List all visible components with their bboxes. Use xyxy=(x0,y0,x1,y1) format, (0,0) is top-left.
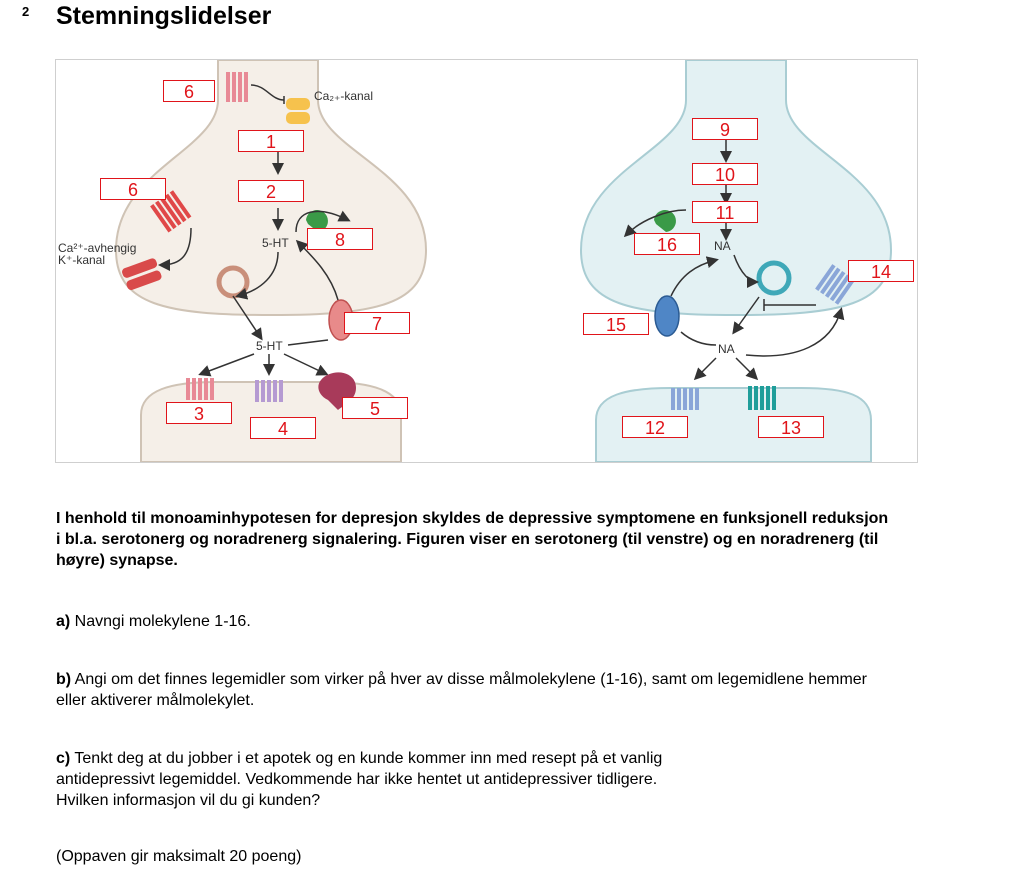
part-c-label: c) xyxy=(56,750,71,767)
noradrenaline-label-presynaptic: NA xyxy=(714,239,731,253)
part-a-label: a) xyxy=(56,613,71,630)
vesicle-right-icon xyxy=(756,260,792,296)
receptor-12-icon xyxy=(671,388,699,410)
label-box-4: 4 xyxy=(250,417,316,439)
noradrenaline-label-synaptic: NA xyxy=(718,342,735,356)
label-box-12: 12 xyxy=(622,416,688,438)
mao-enzyme-left-icon xyxy=(306,210,328,232)
question-title: Stemningslidelser xyxy=(56,2,272,30)
label-box-2: 2 xyxy=(238,180,304,202)
part-a: a) Navngi molekylene 1-16. xyxy=(56,611,916,632)
label-box-15: 15 xyxy=(583,313,649,335)
part-c-line3: Hvilken informasjon vil du gi kunden? xyxy=(56,792,321,809)
part-c: c) Tenkt deg at du jobber i et apotek og… xyxy=(56,748,916,811)
calcium-channel-icon xyxy=(286,98,310,124)
label-box-3: 3 xyxy=(166,402,232,424)
potassium-channel-label-line2: K⁺-kanal xyxy=(58,253,106,267)
question-number: 2 xyxy=(22,4,30,19)
points-note: (Oppaven gir maksimalt 20 poeng) xyxy=(56,848,302,865)
label-box-7: 7 xyxy=(344,312,410,334)
receptor-4-icon xyxy=(255,380,283,402)
part-b: b) Angi om det finnes legemidler som vir… xyxy=(56,669,886,711)
label-box-11: 11 xyxy=(692,201,758,223)
part-c-line2: antidepressivt legemiddel. Vedkommende h… xyxy=(56,771,658,788)
potassium-channel-icon xyxy=(122,258,162,291)
part-b-label: b) xyxy=(56,671,72,688)
label-box-5: 5 xyxy=(342,397,408,419)
receptor-6-side-icon xyxy=(150,190,192,233)
receptor-6-top-icon xyxy=(226,72,248,102)
intro-text: I henhold til monoaminhypotesen for depr… xyxy=(56,510,889,569)
label-box-8: 8 xyxy=(307,228,373,250)
potassium-channel-label-line1: Ca²⁺-avhengig xyxy=(58,241,137,255)
calcium-channel-label: Ca₂₊-kanal xyxy=(314,89,374,103)
noradrenergic-presynaptic-terminal xyxy=(579,60,893,317)
synapse-figure: Ca₂₊-kanal Ca²⁺-avhengig K⁺-kanal 5-HT 5… xyxy=(55,59,918,463)
serotonin-label-presynaptic: 5-HT xyxy=(262,236,289,250)
part-c-line1: Tenkt deg at du jobber i et apotek og en… xyxy=(70,750,663,767)
receptor-13-icon xyxy=(748,386,776,410)
receptor-3-icon xyxy=(186,378,214,400)
noradrenergic-postsynaptic-cell xyxy=(595,387,872,462)
label-box-6-side: 6 xyxy=(100,178,166,200)
part-a-text: Navngi molekylene 1-16. xyxy=(70,613,251,630)
part-b-text: Angi om det finnes legemidler som virker… xyxy=(56,671,867,709)
label-box-14: 14 xyxy=(848,260,914,282)
receptor-14-icon xyxy=(815,264,856,305)
label-box-13: 13 xyxy=(758,416,824,438)
serotonin-label-synaptic: 5-HT xyxy=(256,339,283,353)
label-box-6-top: 6 xyxy=(163,80,215,102)
label-box-16: 16 xyxy=(634,233,700,255)
label-box-9: 9 xyxy=(692,118,758,140)
label-box-1: 1 xyxy=(238,130,304,152)
noradrenaline-transporter-icon xyxy=(654,295,680,337)
label-box-10: 10 xyxy=(692,163,758,185)
